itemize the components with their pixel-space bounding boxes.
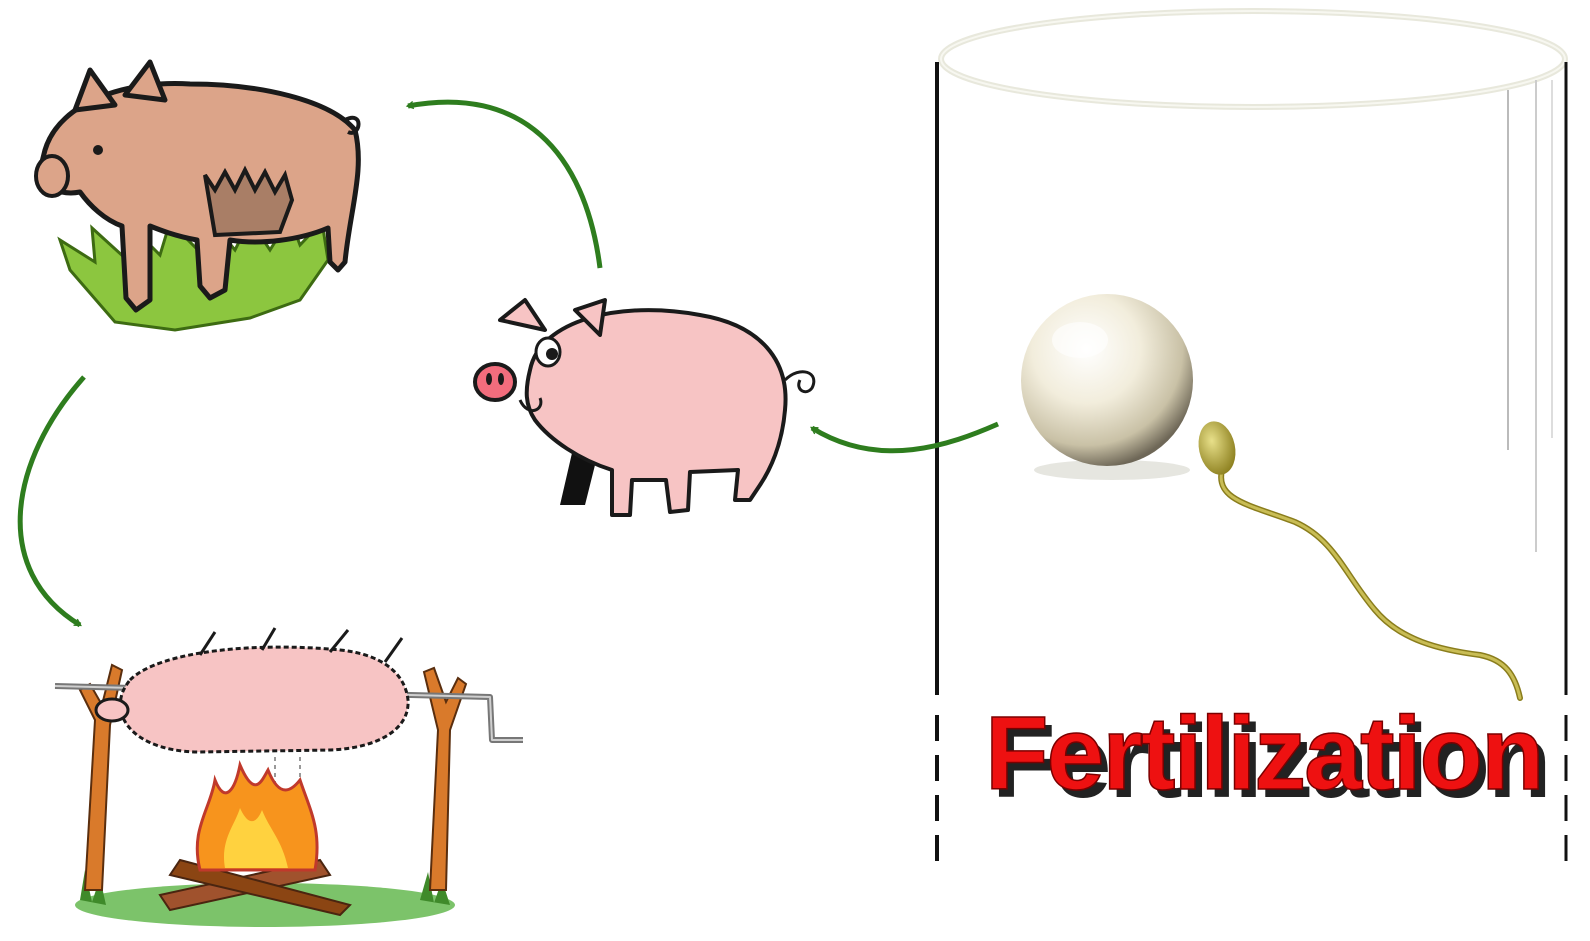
fertilization-label: Fertilization Fertilization <box>985 696 1550 820</box>
svg-text:Fertilization: Fertilization <box>985 696 1543 812</box>
egg-cell-icon <box>1021 294 1193 480</box>
piglet-icon <box>475 300 814 515</box>
sperm-cell-icon <box>1194 418 1520 698</box>
pig-roast-spit-icon <box>55 628 523 927</box>
arrow-fertilization-to-piglet <box>812 424 998 451</box>
sow-on-grass-icon <box>36 62 359 330</box>
arrow-piglet-to-adult-pig <box>408 102 600 268</box>
arrow-adult-pig-to-roast <box>20 377 84 625</box>
